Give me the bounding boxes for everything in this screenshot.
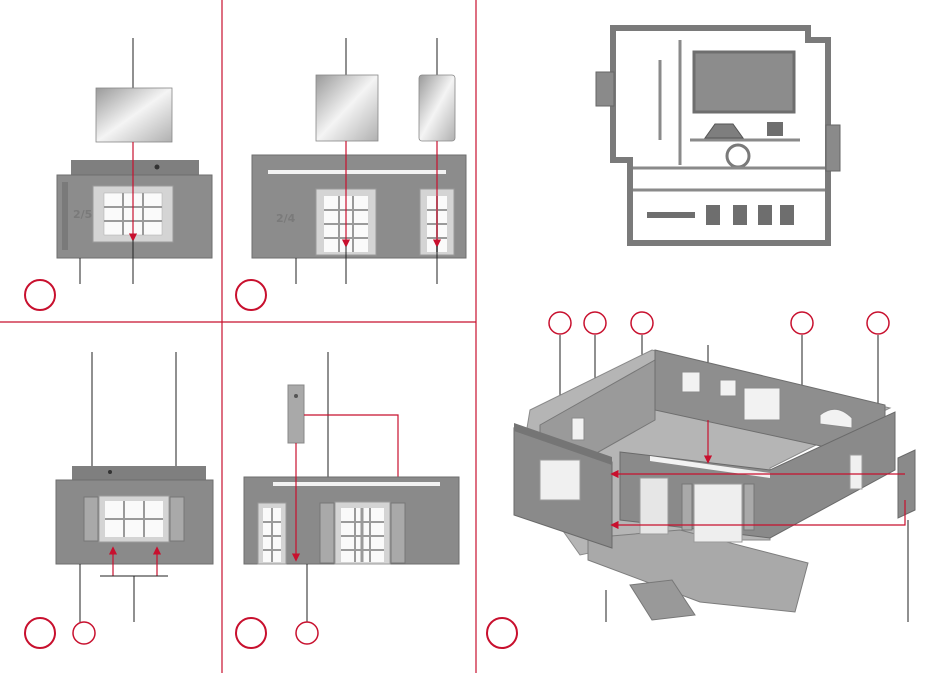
sprue-tab-left — [596, 72, 614, 106]
shutter-left — [320, 503, 334, 563]
step-marker — [236, 280, 266, 310]
front-double-door — [694, 484, 742, 542]
wall-top-strip — [72, 466, 206, 480]
panel-step-5-assembly — [487, 312, 915, 648]
shutter-hole — [294, 394, 298, 398]
front-window-left — [540, 460, 580, 500]
glazing-sheet-large — [316, 75, 378, 141]
side-window-right — [850, 455, 862, 489]
part-number-label: 2/5 — [73, 208, 92, 221]
shutter-right — [391, 503, 405, 563]
wall-side-rib — [62, 182, 68, 250]
shutter-right — [170, 497, 184, 541]
wall-ledge — [268, 170, 446, 174]
wall-ledge — [273, 482, 440, 486]
panel-step-1: 2/5 — [25, 38, 212, 310]
loose-end-wall — [898, 450, 915, 518]
sprue-tab-right — [826, 125, 840, 171]
glazing-sheet — [96, 88, 172, 142]
wall-pin — [108, 470, 112, 474]
front-shutter-right — [744, 484, 754, 530]
step-marker — [25, 618, 55, 648]
sprue-panel — [694, 52, 794, 112]
part-callout — [73, 622, 95, 644]
wall-top-strip — [71, 160, 199, 175]
sprue-roof-part — [705, 124, 743, 138]
panel-step-4 — [236, 352, 459, 648]
glazing-sheet-small — [419, 75, 455, 141]
step-marker — [236, 618, 266, 648]
step-marker — [25, 280, 55, 310]
wall-pin — [155, 165, 160, 170]
panel-step-3 — [25, 352, 213, 648]
parts-sprue — [596, 28, 840, 243]
sprue-round-part — [727, 145, 749, 167]
panel-step-2: 2/4 — [236, 38, 466, 310]
shutter-loose — [288, 385, 304, 443]
part-callout — [296, 622, 318, 644]
part-callouts — [549, 312, 889, 334]
part-number-label: 2/4 — [276, 212, 296, 225]
panel-dividers — [0, 0, 476, 673]
front-shutter-left — [682, 484, 692, 530]
shutter-left — [84, 497, 98, 541]
step-marker — [487, 618, 517, 648]
